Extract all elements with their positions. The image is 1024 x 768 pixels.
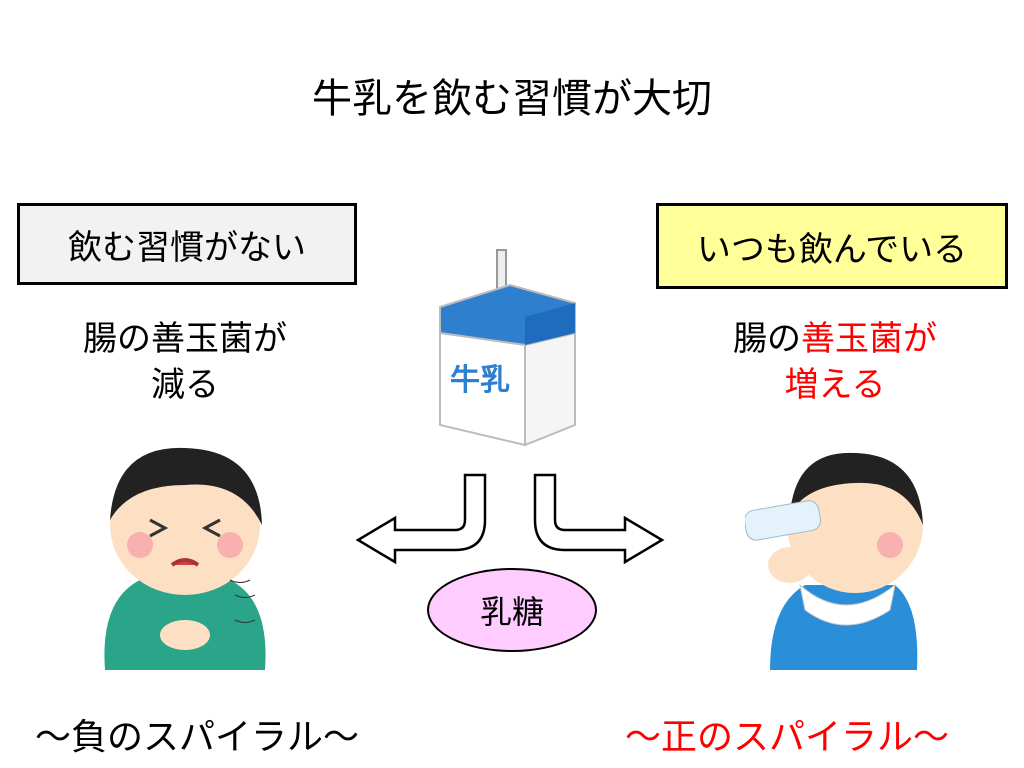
habit-label: いつも飲んでいる xyxy=(696,229,968,270)
no-habit-label-box: 飲む習慣がない xyxy=(17,203,357,285)
carton-label: 牛乳 xyxy=(450,363,510,398)
increase-effect-text: 腸の善玉菌が 増える xyxy=(660,316,1010,408)
no-habit-label: 飲む習慣がない xyxy=(68,227,306,268)
effect-prefix: 腸の xyxy=(733,319,801,359)
right-arrow-icon xyxy=(533,473,665,565)
lactose-label: 乳糖 xyxy=(479,593,544,631)
slide-title: 牛乳を飲む習慣が大切 xyxy=(312,76,712,122)
effect-line: 増える xyxy=(784,365,886,405)
decrease-effect-text: 腸の善玉菌が 減る xyxy=(20,316,350,408)
lactose-bubble: 乳糖 xyxy=(427,568,597,652)
habit-label-box: いつも飲んでいる xyxy=(656,203,1008,289)
effect-line: 腸の善玉菌が xyxy=(83,319,287,359)
branch-arrows xyxy=(355,473,665,565)
positive-spiral-text: ～正のスパイラル～ xyxy=(625,717,950,758)
effect-highlight: 善玉菌が xyxy=(801,319,937,359)
effect-line: 減る xyxy=(151,365,219,405)
negative-spiral-text: ～負のスパイラル～ xyxy=(35,717,360,758)
stomachache-boy-illustration xyxy=(104,447,266,670)
milk-carton-icon: 牛乳 xyxy=(439,249,576,447)
left-arrow-icon xyxy=(355,473,487,565)
drinking-boy-illustration xyxy=(745,452,923,670)
